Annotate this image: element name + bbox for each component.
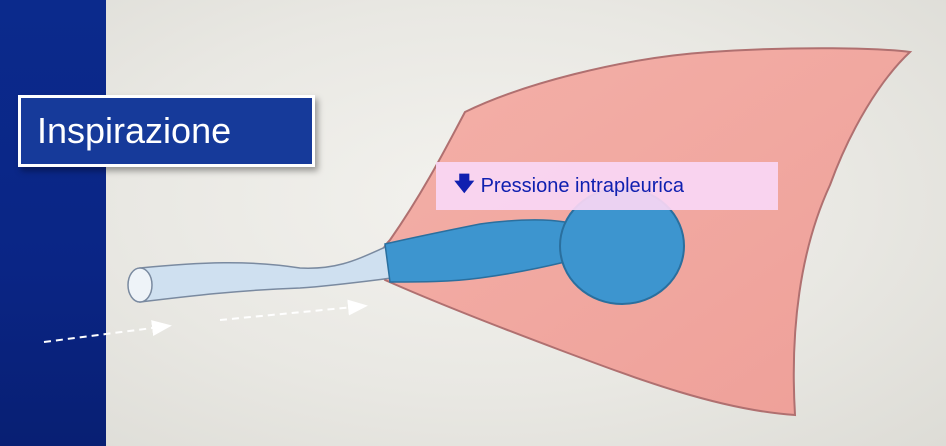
slide-title: Inspirazione xyxy=(37,110,231,152)
trachea xyxy=(140,245,392,302)
airflow-arrow-1 xyxy=(44,326,168,342)
pressure-label-text: Pressione intrapleurica xyxy=(481,175,684,198)
airflow-arrow-2 xyxy=(220,306,364,320)
pressure-label: 🡇 Pressione intrapleurica xyxy=(436,162,778,210)
trachea-opening xyxy=(128,268,152,302)
down-arrow-icon: 🡇 xyxy=(454,169,475,203)
title-box: Inspirazione xyxy=(18,95,315,167)
